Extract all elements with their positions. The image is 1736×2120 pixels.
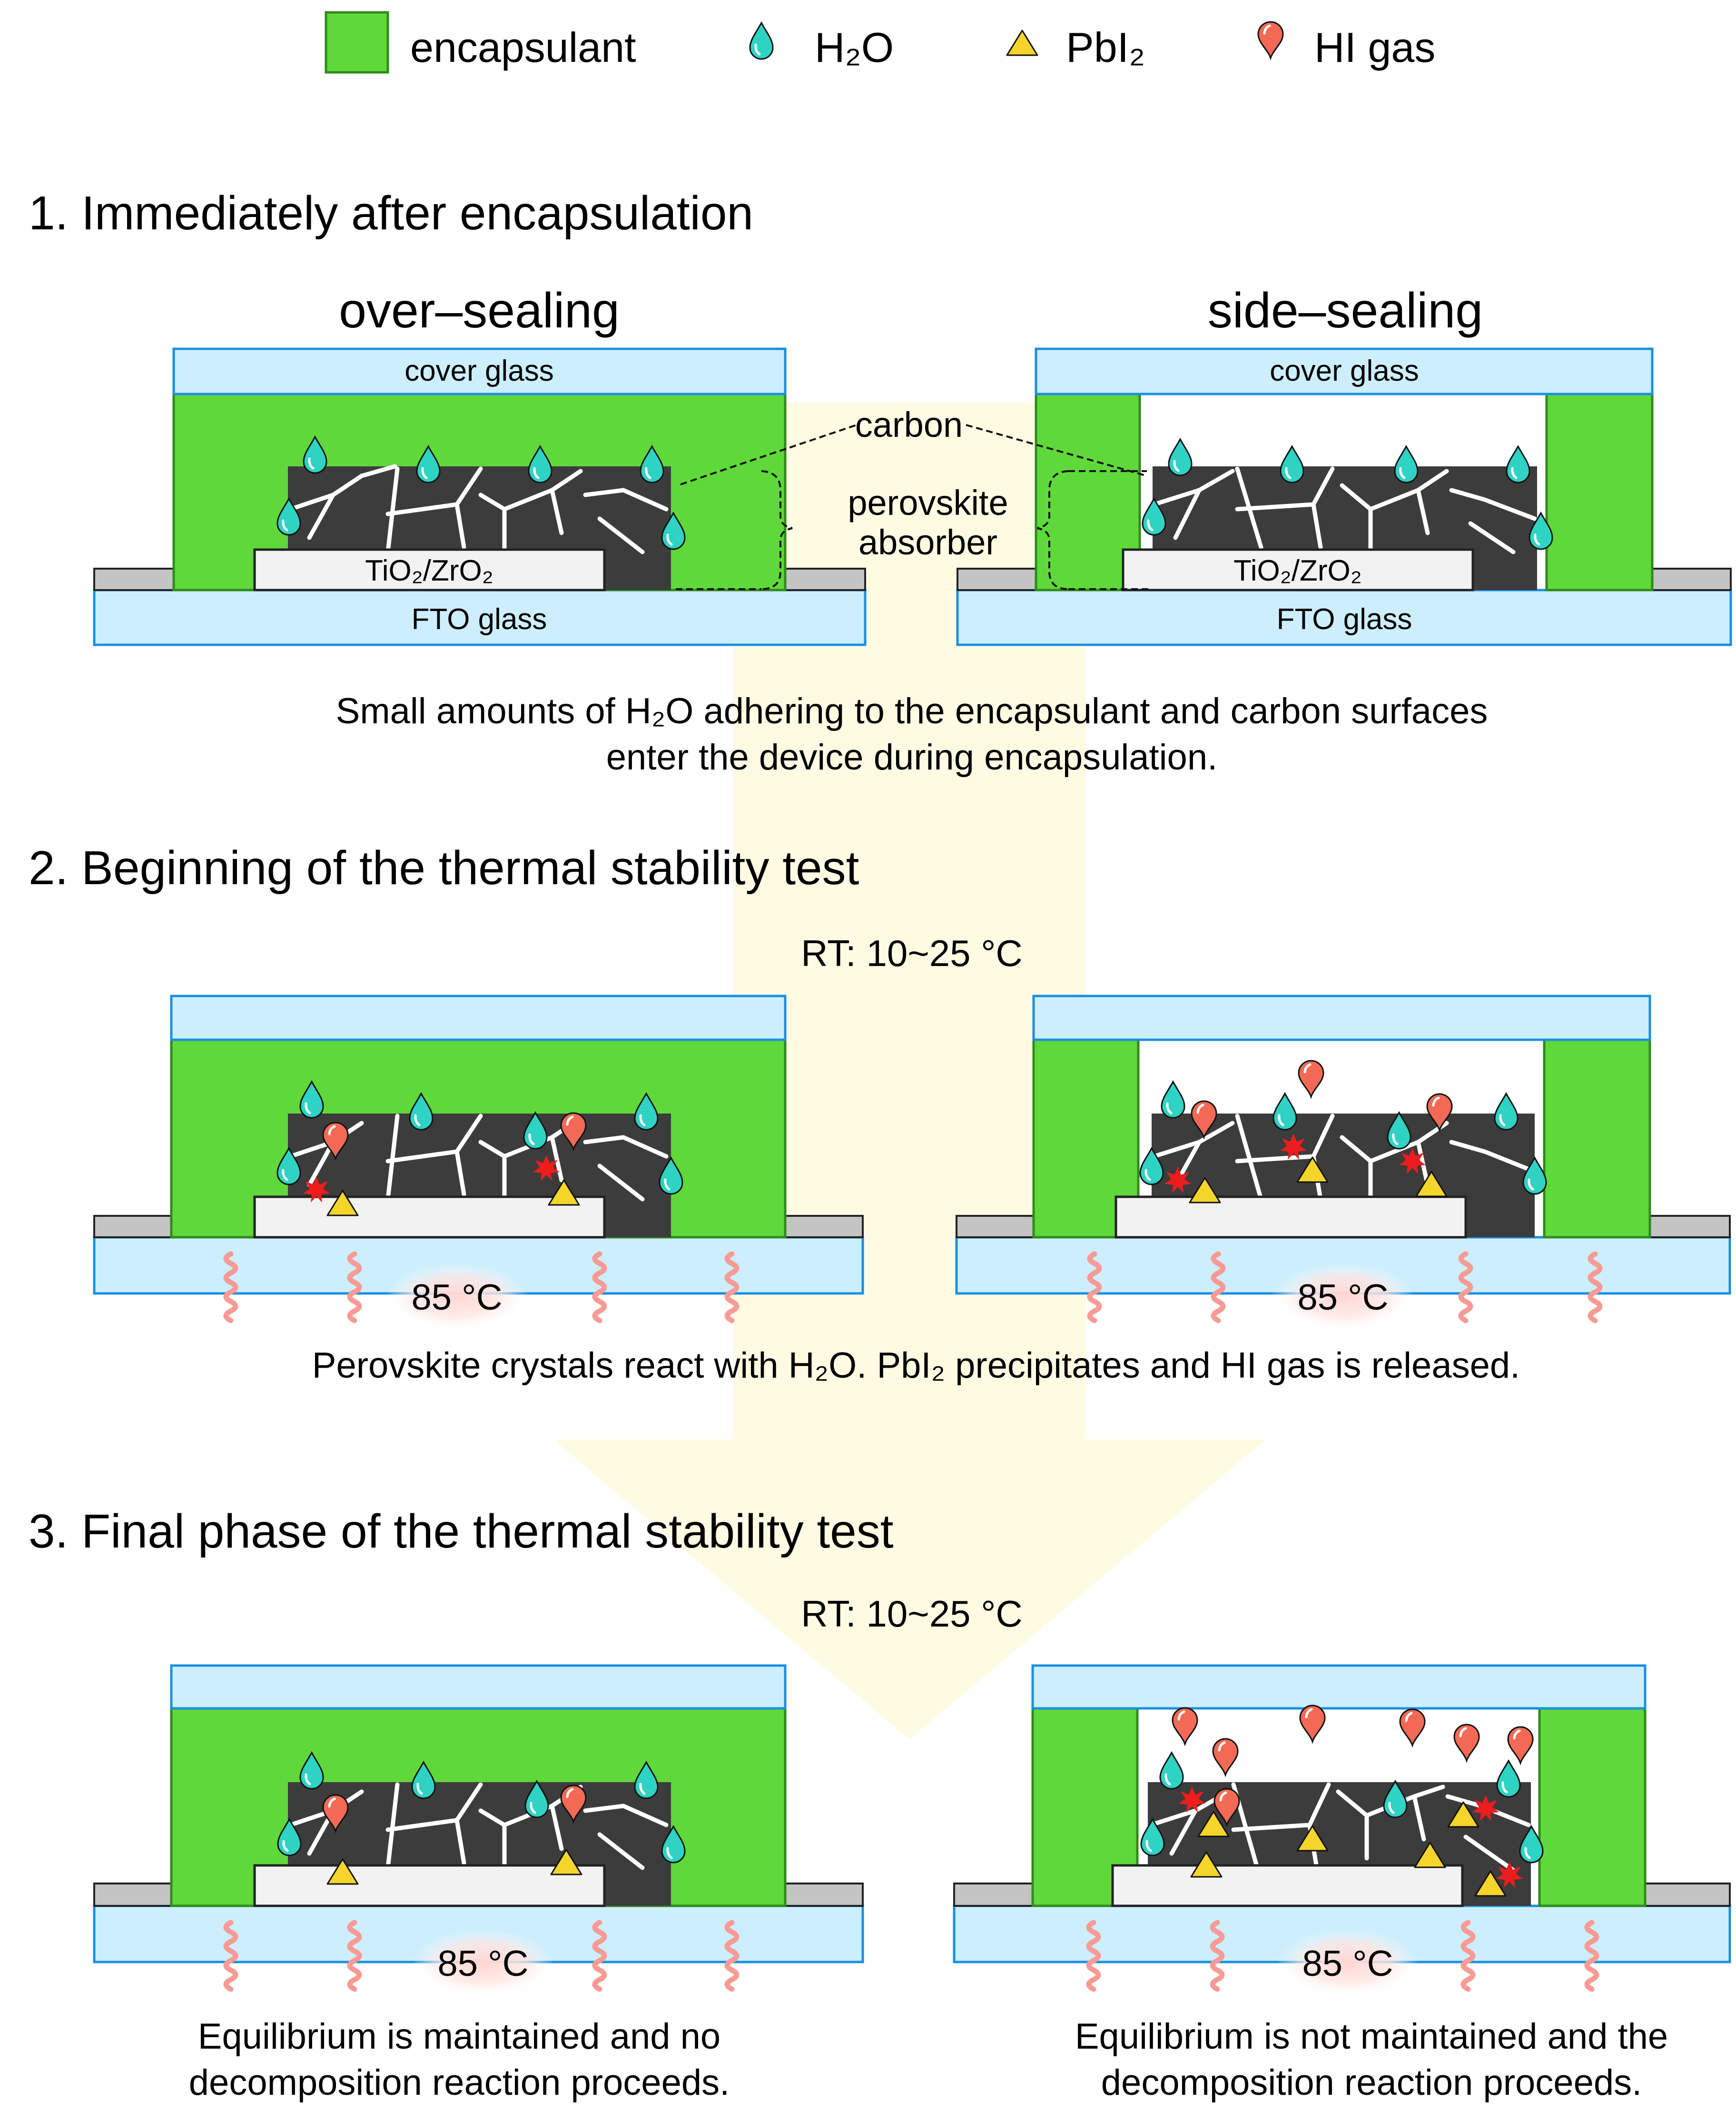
water-drop-icon xyxy=(1160,1753,1183,1789)
section-1-caption-line1: Small amounts of H₂O adhering to the enc… xyxy=(336,691,1488,731)
fto-glass-label: FTO glass xyxy=(1277,603,1412,636)
water-drop-icon xyxy=(1507,446,1529,483)
contact-right xyxy=(784,568,866,591)
contact-left xyxy=(93,1215,172,1238)
heat-temperature-label: 85 °C xyxy=(412,1277,503,1318)
contact-right xyxy=(784,1883,864,1907)
over-sealing-title: over–sealing xyxy=(339,283,620,338)
tio2-zro2-scaffold xyxy=(1122,548,1474,592)
heat-temperature-label: 85 °C xyxy=(1298,1277,1389,1318)
fto-glass-label: FTO glass xyxy=(412,603,547,636)
tio2-zro2-scaffold xyxy=(1111,1864,1464,1907)
side-sealing-device-1: FTO glass cover glass TiO₂/ZrO₂ xyxy=(956,347,1732,646)
carbon-annotation: carbon xyxy=(680,405,1147,485)
hi-gas-drop-icon xyxy=(1299,1061,1323,1097)
side-sealing-device-3 xyxy=(953,1664,1731,1963)
contact-right xyxy=(784,1215,864,1238)
encapsulant-legend-swatch xyxy=(325,11,389,74)
section-3-left-caption-line1: Equilibrium is maintained and no xyxy=(198,2016,720,2057)
cover-glass xyxy=(1032,995,1651,1041)
section-1-caption-line2: enter the device during encapsulation. xyxy=(606,737,1217,778)
tio2-zro2-scaffold xyxy=(1115,1195,1467,1239)
heat-indicator-3-left: 85 °C xyxy=(226,1923,737,1996)
cover-glass-label: cover glass xyxy=(1270,355,1419,387)
perovskite-label-line1: perovskite xyxy=(848,483,1008,523)
contact-right xyxy=(1651,568,1732,591)
encapsulant-right xyxy=(1543,1038,1651,1239)
encapsulant-right xyxy=(1545,393,1654,592)
water-drop-icon xyxy=(1495,1094,1518,1130)
process-flow-arrow xyxy=(553,402,1266,1739)
tio2-zro2-scaffold xyxy=(253,548,606,592)
encapsulant-right xyxy=(1538,1707,1647,1907)
tio2-zro2-scaffold xyxy=(253,1864,606,1907)
legend-hi-gas-label: HI gas xyxy=(1314,24,1435,71)
hi-gas-drop-icon xyxy=(1454,1725,1479,1761)
tio2-zro2-label: TiO₂/ZrO₂ xyxy=(1233,554,1362,587)
pbi2-triangle-icon xyxy=(1006,30,1038,56)
section-3-right-caption-line1: Equilibrium is not maintained and the xyxy=(1075,2016,1668,2057)
section-3-left-caption-line2: decomposition reaction proceeds. xyxy=(189,2062,730,2103)
fto-glass xyxy=(93,589,867,646)
over-sealing-device-1: FTO glass cover glass TiO₂/ZrO₂ xyxy=(93,347,867,646)
cover-glass xyxy=(172,347,787,395)
legend: encapsulant H₂O PbI₂ HI gas xyxy=(325,11,1435,74)
side-sealing-device-2 xyxy=(955,995,1731,1295)
hi-gas-drop-icon xyxy=(1258,22,1283,58)
heat-temperature-label: 85 °C xyxy=(1302,1943,1393,1984)
water-drop-icon xyxy=(1395,446,1418,483)
hi-gas-drop-icon xyxy=(1300,1706,1325,1742)
cover-glass xyxy=(1035,347,1654,395)
heat-indicator-2-right: 85 °C xyxy=(1090,1254,1600,1330)
section-2-room-temperature: RT: 10~25 °C xyxy=(801,932,1023,974)
water-drop-icon xyxy=(750,23,773,59)
legend-encapsulant-label: encapsulant xyxy=(410,24,636,71)
legend-pbi2-label: PbI₂ xyxy=(1066,24,1145,71)
contact-left xyxy=(953,1883,1034,1907)
section-3-title: 3. Final phase of the thermal stability … xyxy=(29,1505,894,1558)
perovskite-label-line2: absorber xyxy=(858,523,997,562)
contact-left xyxy=(957,568,1037,591)
heat-indicator-2-left: 85 °C xyxy=(226,1254,737,1330)
hi-gas-drop-icon xyxy=(1400,1709,1425,1745)
heat-temperature-label: 85 °C xyxy=(438,1943,529,1984)
over-sealing-device-3 xyxy=(93,1664,864,1963)
contact-left xyxy=(956,1215,1035,1238)
water-drop-icon xyxy=(1273,1094,1296,1130)
carbon-cracks xyxy=(1152,466,1537,554)
hi-gas-drop-icon xyxy=(1173,1708,1197,1744)
carbon-label: carbon xyxy=(855,405,963,444)
legend-h2o-label: H₂O xyxy=(815,24,894,71)
cover-glass-label: cover glass xyxy=(404,355,554,387)
cover-glass xyxy=(170,995,787,1041)
carbon-cracks xyxy=(288,1114,669,1202)
cover-glass xyxy=(1031,1664,1647,1710)
hi-gas-drop-icon xyxy=(1213,1739,1238,1775)
heat-indicator-3-right: 85 °C xyxy=(1089,1923,1597,1996)
carbon-cracks xyxy=(288,464,669,554)
cover-glass xyxy=(170,1664,787,1710)
section-3-right-caption-line2: decomposition reaction proceeds. xyxy=(1101,2062,1642,2103)
tio2-zro2-label: TiO₂/ZrO₂ xyxy=(365,554,493,587)
tio2-zro2-scaffold xyxy=(253,1195,606,1239)
water-drop-icon xyxy=(1169,439,1192,475)
contact-right xyxy=(1644,1883,1731,1907)
water-drop-icon xyxy=(1281,446,1303,483)
water-drop-icon xyxy=(1497,1761,1520,1797)
contact-left xyxy=(93,568,175,591)
section-2-title: 2. Beginning of the thermal stability te… xyxy=(29,841,859,895)
perovskite-absorber-annotation: perovskite absorber xyxy=(676,470,1152,590)
side-sealing-title: side–sealing xyxy=(1208,283,1483,338)
section-2-caption: Perovskite crystals react with H₂O. PbI₂… xyxy=(312,1345,1520,1386)
section-1-title: 1. Immediately after encapsulation xyxy=(29,187,753,240)
hi-gas-drop-icon xyxy=(1508,1727,1533,1763)
contact-right xyxy=(1649,1215,1731,1238)
over-sealing-device-2 xyxy=(93,995,864,1295)
water-drop-icon xyxy=(1162,1082,1184,1118)
section-3-room-temperature: RT: 10~25 °C xyxy=(801,1593,1023,1635)
contact-left xyxy=(93,1883,172,1907)
